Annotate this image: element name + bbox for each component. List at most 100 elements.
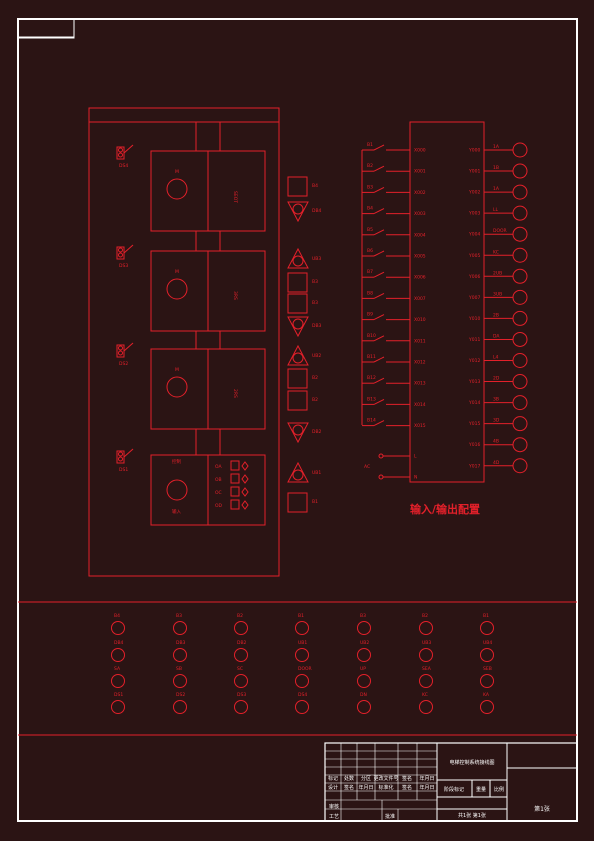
indicator-lamp-label: B2	[237, 613, 243, 619]
input-port-label: X013	[414, 381, 426, 387]
output-port-label: Y011	[468, 337, 480, 343]
lamp-icon	[292, 255, 304, 267]
output-lamp-icon	[512, 437, 528, 453]
switch-dot-icon	[118, 451, 123, 457]
floor-switch-label: DS4	[119, 163, 128, 169]
input-switch-label: B13	[367, 396, 376, 402]
indicator-lamp-label: DB3	[176, 640, 186, 646]
input-port-label: X004	[414, 232, 426, 238]
indicator-lamp-label: UP	[360, 666, 366, 672]
power-terminal-icon	[378, 474, 384, 480]
output-lamp-icon	[512, 310, 528, 326]
side-item-label: B3	[312, 279, 318, 285]
down-arrow-icon	[287, 201, 309, 223]
input-switch-label: B11	[367, 354, 376, 360]
input-switch-icon	[373, 292, 385, 299]
input-switch-label: B7	[367, 269, 373, 275]
input-switch-icon	[373, 250, 385, 257]
title-row2-label: 设计	[328, 784, 338, 791]
stage-label: 阶段标记	[444, 786, 464, 793]
input-switch-icon	[373, 165, 385, 172]
floor-box-label: 2RS	[232, 389, 238, 398]
control-bottom-label: 输入	[172, 508, 181, 515]
indicator-lamp-label: B1	[483, 613, 489, 619]
control-row-label: OB	[215, 477, 222, 483]
output-lamp-label: KC	[493, 249, 499, 255]
title-row-label: 处数	[344, 775, 354, 782]
sheets-label: 共1张 第1张	[458, 812, 486, 819]
down-arrow-icon	[287, 316, 309, 338]
title-block: 标记处数分区更改文件号签名年月日设计签名年月日标准化签名年月日 电梯控制系统接线…	[324, 742, 578, 822]
control-indicator	[230, 460, 240, 471]
indicator-lamp-label: SEA	[422, 666, 432, 672]
indicator-lamp-icon	[480, 700, 494, 714]
motor-label: M	[175, 169, 179, 175]
output-lamp-label: L4	[493, 355, 499, 361]
input-switch-icon	[373, 208, 385, 215]
indicator-lamp-label: DOOR	[298, 666, 312, 672]
motor-icon	[166, 178, 188, 200]
indicator-lamp-icon	[357, 674, 371, 688]
floor-door-box	[207, 454, 266, 526]
output-lamp-icon	[512, 289, 528, 305]
indicator-lamp-icon	[173, 700, 187, 714]
indicator-lamp-icon	[295, 674, 309, 688]
title-row2-label: 签名	[344, 784, 354, 791]
input-port-label: X011	[414, 338, 426, 344]
scale-label: 比例	[494, 786, 504, 793]
input-port-label: X005	[414, 254, 426, 260]
input-port-label: X002	[414, 190, 426, 196]
indicator-lamp-icon	[357, 648, 371, 662]
output-lamp-icon	[512, 353, 528, 368]
floor-button-icon	[287, 176, 308, 197]
indicator-lamp-icon	[234, 674, 248, 688]
indicator-lamp-label: SC	[237, 666, 243, 672]
diamond-icon	[241, 500, 249, 510]
switch-lever-icon	[123, 448, 134, 458]
page-label: 第1张	[534, 805, 550, 813]
io-title: 输入/输出配置	[410, 502, 480, 516]
floor-motor-box	[150, 150, 209, 232]
indicator-lamp-label: DS1	[114, 692, 123, 698]
title-row-label: 更改文件号	[373, 775, 398, 782]
switch-dot-icon	[118, 345, 123, 351]
floor-button-icon	[287, 368, 308, 389]
input-switch-icon	[373, 398, 385, 405]
switch-dot-icon	[118, 350, 123, 356]
side-item-label: DB2	[312, 429, 322, 435]
motor-icon	[166, 376, 188, 398]
output-lamp-label: 1A	[493, 144, 500, 150]
floor-box-label: SEOT	[232, 191, 238, 203]
motor-label: M	[175, 269, 179, 275]
corner-box	[17, 18, 75, 39]
indicator-lamp-label: DN	[360, 692, 367, 698]
output-lamp-label: 1A	[493, 186, 500, 192]
control-knob-icon	[166, 479, 188, 501]
input-switch-icon	[373, 314, 385, 321]
indicator-lamp-label: DB4	[114, 640, 124, 646]
title-row2-label: 标准化	[378, 784, 393, 791]
title-row2-label: 签名	[402, 784, 412, 791]
output-port-label: Y012	[468, 358, 480, 364]
input-port-label: X006	[414, 275, 426, 281]
output-lamp-icon	[512, 142, 528, 158]
indicator-lamp-label: UB3	[422, 640, 431, 646]
output-port-label: Y016	[468, 442, 480, 448]
lamp-icon	[292, 469, 304, 481]
plc-block	[409, 121, 485, 483]
down-arrow-icon	[287, 422, 309, 444]
output-port-label: Y003	[468, 211, 480, 217]
output-lamp-label: 3B	[493, 397, 499, 403]
weight-label: 重量	[476, 786, 486, 793]
output-lamp-label: 3UB	[493, 291, 502, 297]
output-lamp-label: 3D	[493, 418, 500, 424]
input-switch-icon	[373, 144, 385, 151]
indicator-lamp-icon	[480, 674, 494, 688]
output-port-label: Y017	[468, 463, 480, 469]
diamond-icon	[241, 474, 249, 484]
switch-lever-icon	[123, 244, 134, 254]
indicator-lamp-icon	[480, 648, 494, 662]
indicator-lamp-icon	[357, 621, 371, 635]
side-item-label: B4	[312, 183, 318, 189]
output-port-label: Y007	[468, 295, 480, 301]
